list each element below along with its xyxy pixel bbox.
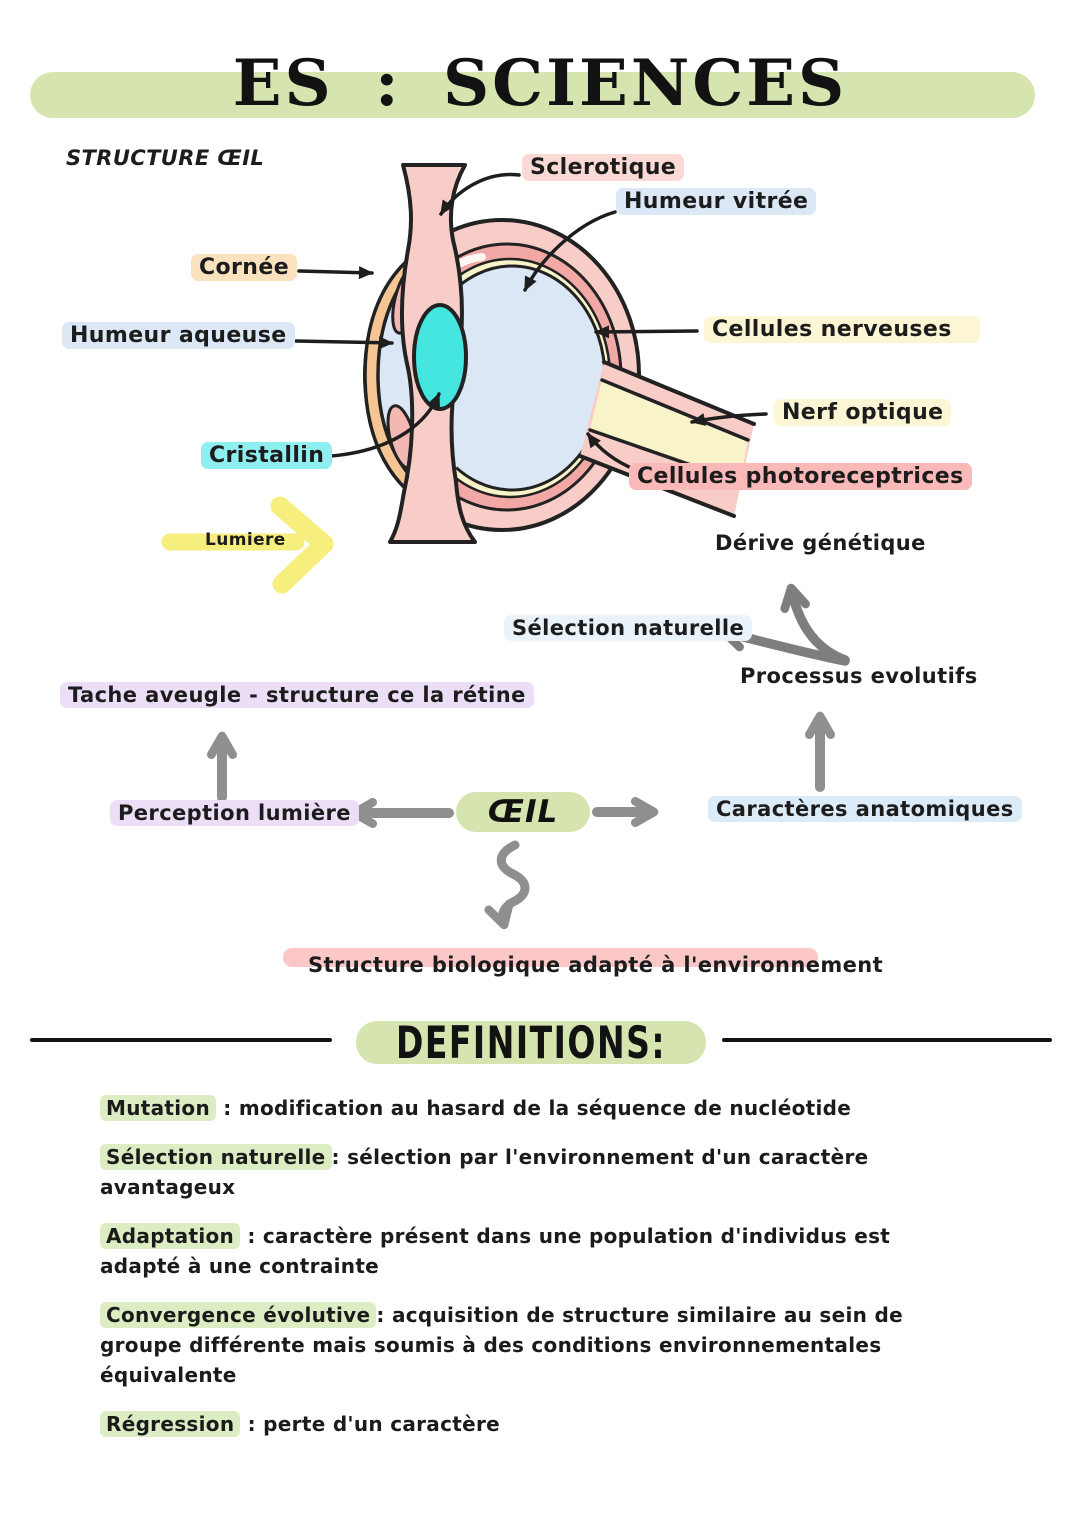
definition-text: : acquisition de structure similaire au … [100, 1303, 903, 1387]
label-cornee: Cornée [191, 254, 298, 281]
mindmap-structure-biologique: Structure biologique adapté à l'environn… [308, 953, 884, 977]
arrow-squiggle-down-icon [484, 840, 530, 930]
definition-text: : perte d'un caractère [240, 1412, 501, 1436]
optic-nerve-shape [578, 360, 756, 518]
mindmap-perception-lumiere: Perception lumière [110, 800, 359, 826]
arrow-humeur-vitree-icon [523, 210, 617, 292]
label-sclerotique: Sclerotique [522, 154, 685, 181]
page-title: ES : SCIENCES [232, 46, 848, 121]
definitions-divider-left [30, 1038, 332, 1042]
label-humeur-aqueuse: Humeur aqueuse [62, 322, 295, 349]
definition-selection-naturelle: Sélection naturelle: sélection par l'env… [100, 1142, 960, 1202]
label-lumiere: Lumiere [205, 530, 286, 550]
definition-convergence-evolutive: Convergence évolutive: acquisition de st… [100, 1300, 960, 1390]
definition-term: Régression [100, 1411, 241, 1437]
definition-mutation: Mutation : modification au hasard de la … [100, 1093, 960, 1123]
lens-shape [412, 303, 468, 411]
label-cellules-photoreceptrices: Cellules photoreceptrices [629, 463, 972, 490]
structure-biologique-highlight-bar [283, 948, 818, 967]
label-cristallin: Cristallin [201, 442, 333, 469]
mindmap-processus-evolutifs: Processus evolutifs [740, 664, 978, 688]
structure-heading: STRUCTURE ŒIL [66, 146, 265, 170]
label-arrows [294, 172, 768, 472]
mindmap-caracteres-anatomiques: Caractères anatomiques [708, 796, 1022, 822]
definition-text: : modification au hasard de la séquence … [216, 1096, 852, 1120]
arrow-humeur-aqueuse-icon [294, 336, 394, 350]
definitions-divider-right [722, 1038, 1052, 1042]
definition-term: Adaptation [100, 1223, 241, 1249]
definition-text: : caractère présent dans une population … [100, 1224, 891, 1278]
label-humeur-vitree: Humeur vitrée [616, 188, 817, 215]
mindmap-arrows [207, 583, 850, 930]
label-cellules-nerveuses: Cellules nerveuses [704, 316, 980, 343]
lumiere-arrow-icon [161, 496, 334, 594]
title-highlight-band [30, 72, 1035, 118]
definition-text: : sélection par l'environnement d'un car… [100, 1145, 869, 1199]
mindmap-derive-genetique: Dérive génétique [715, 531, 926, 555]
arrow-sclerotique-icon [439, 172, 521, 216]
definitions-list: Mutation : modification au hasard de la … [100, 1093, 960, 1458]
arrow-nerf-optique-icon [690, 412, 768, 426]
definitions-highlight-band [356, 1021, 706, 1064]
definition-term: Mutation [100, 1095, 216, 1121]
oeil-label: ŒIL [487, 794, 559, 830]
definition-term: Convergence évolutive [100, 1302, 377, 1328]
arrow-cristallin-icon [329, 392, 441, 458]
arrow-fork-up-icon [780, 583, 850, 665]
definition-regression: Régression : perte d'un caractère [100, 1409, 960, 1439]
mindmap-tache-aveugle: Tache aveugle - structure ce la rétine [60, 682, 534, 708]
arrow-cellules-nerveuses-icon [594, 325, 699, 339]
definition-adaptation: Adaptation : caractère présent dans une … [100, 1221, 960, 1281]
label-nerf-optique: Nerf optique [774, 399, 952, 426]
definitions-title: DEFINITIONS: [395, 1016, 667, 1069]
mindmap-selection-naturelle: Sélection naturelle [504, 615, 753, 641]
arrow-cornee-icon [297, 266, 374, 280]
definition-term: Sélection naturelle [100, 1144, 332, 1170]
mindmap-center-oeil: ŒIL [456, 792, 590, 832]
